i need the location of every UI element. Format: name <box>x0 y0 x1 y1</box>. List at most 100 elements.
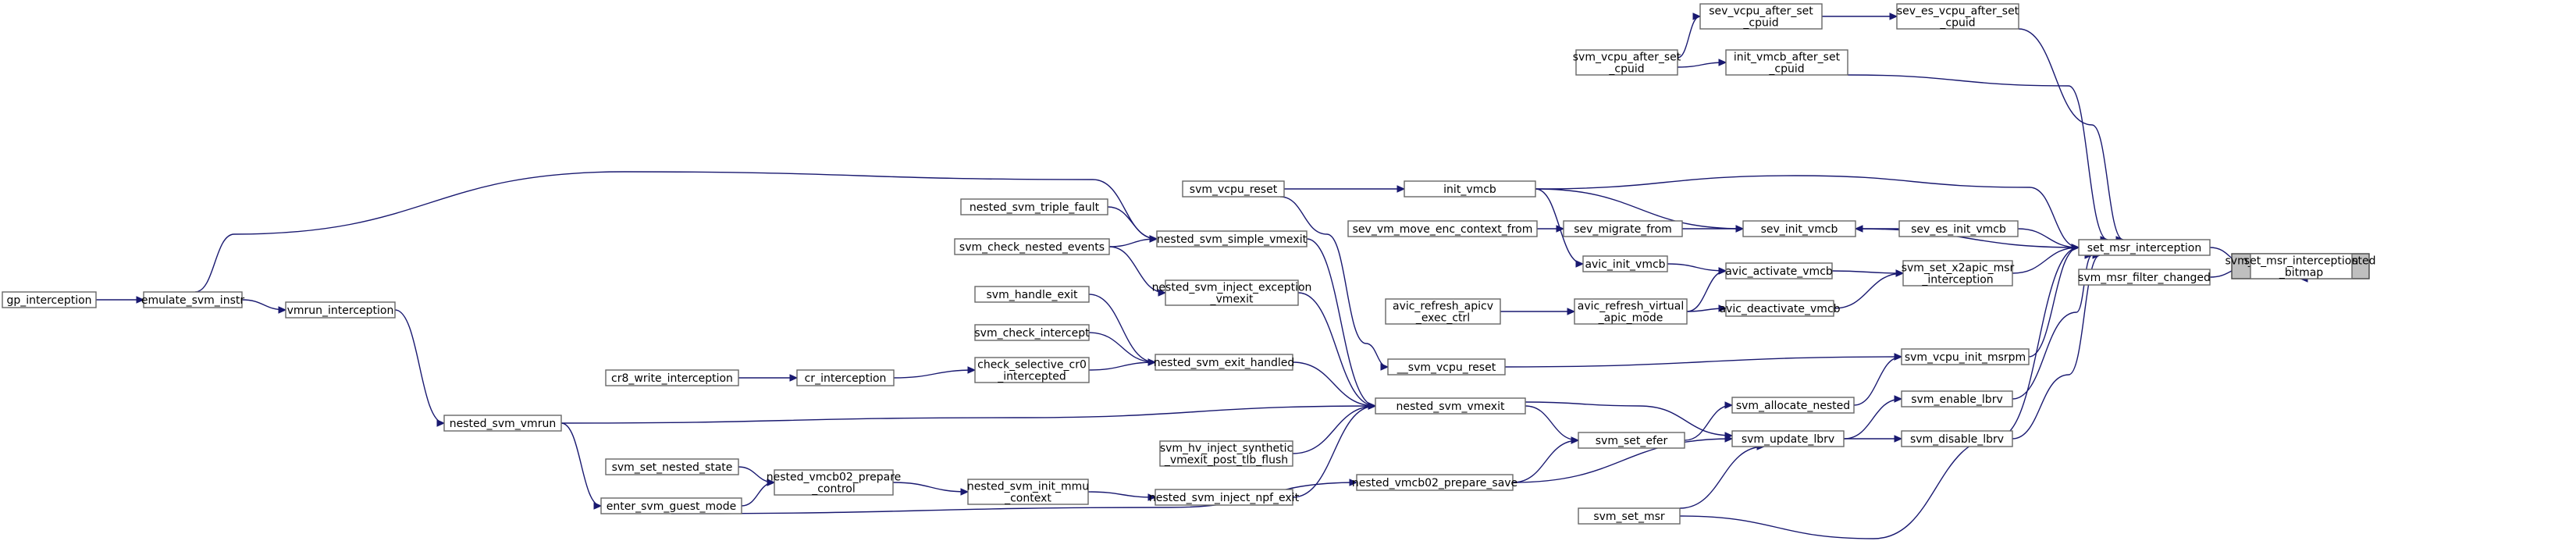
graph-node-setMsr[interactable]: svm_set_msr <box>1578 507 1681 525</box>
graph-node-gp[interactable]: gp_interception <box>2 291 97 308</box>
edge-avicRefVirt-to-avicDeact <box>1686 304 1727 312</box>
graph-node-emulate[interactable]: emulate_svm_instr <box>141 291 244 308</box>
node-box <box>974 357 1090 383</box>
node-label: nested_svm_init_mmu <box>967 481 1089 493</box>
node-box <box>1182 180 1285 198</box>
graph-node-injectExc[interactable]: nested_svm_inject_exception_vmexit <box>1152 279 1312 306</box>
graph-node-cr8[interactable]: cr8_write_interception <box>605 369 739 386</box>
graph-node-enterGuest[interactable]: enter_svm_guest_mode <box>600 497 742 514</box>
graph-node-avicRefApicv[interactable]: avic_refresh_apicv_exec_ctrl <box>1385 298 1501 325</box>
graph-node-sevMove[interactable]: sev_vm_move_enc_context_from <box>1347 220 1538 237</box>
graph-node-avicRefVirt[interactable]: avic_refresh_virtual_apic_mode <box>1574 298 1688 325</box>
graph-node-smi[interactable]: set_msr_interception <box>2078 239 2211 256</box>
edge-updateLbrv-to-disableLbrv <box>1844 435 1903 443</box>
graph-node-setEfer[interactable]: svm_set_efer <box>1578 432 1685 449</box>
edge-line <box>1292 405 1376 454</box>
edge-arrowhead <box>1147 358 1157 366</box>
node-label: sev_es_vcpu_after_set <box>1897 5 2019 18</box>
graph-node-checkEvents[interactable]: svm_check_nested_events <box>954 238 1110 255</box>
node-label: svm_vcpu_reset <box>1190 183 1278 196</box>
edge-arrowhead <box>1894 435 1903 443</box>
edge-arrowhead <box>1147 493 1157 501</box>
node-label: _bitmap <box>2279 267 2323 279</box>
graph-node-avicInit[interactable]: avic_init_vmcb <box>1582 255 1668 272</box>
graph-node-injectNpf[interactable]: nested_svm_inject_npf_exit <box>1149 489 1300 506</box>
edge-vcpuReset2-to-initMsrpm <box>1504 353 1903 368</box>
edge-line <box>2028 247 2080 358</box>
edge-line <box>1512 438 1733 483</box>
graph-node-vmrun[interactable]: nested_svm_vmrun <box>443 415 562 432</box>
graph-node-initMmu[interactable]: nested_svm_init_mmu_context <box>967 479 1089 505</box>
edge-line <box>892 482 969 493</box>
graph-node-avicAct[interactable]: avic_activate_vmcb <box>1725 262 1833 279</box>
edge-sevMigrate-to-sevInit <box>1681 225 1745 233</box>
graph-node-sevMigrate[interactable]: sev_migrate_from <box>1563 220 1683 237</box>
edge-arrowhead <box>1692 12 1702 20</box>
edge-line <box>1843 398 1902 440</box>
graph-node-smfc[interactable]: svm_msr_filter_changed <box>2078 269 2211 286</box>
edge-injectExc-to-vmexit <box>1297 292 1377 410</box>
graph-node-sevInit[interactable]: sev_init_vmcb <box>1742 220 1856 237</box>
graph-node-initVmcb[interactable]: init_vmcb <box>1404 180 1536 198</box>
node-box <box>285 301 396 319</box>
node-label: nested_svm_inject_npf_exit <box>1149 492 1300 504</box>
edge-arrowhead <box>278 306 287 314</box>
graph-node-updateLbrv[interactable]: svm_update_lbrv <box>1731 430 1845 447</box>
graph-node-initVmcbAfter[interactable]: init_vmcb_after_set_cpuid <box>1725 49 1848 76</box>
edge-avicInit-to-avicAct <box>1667 263 1727 275</box>
graph-node-initMsrpm[interactable]: svm_vcpu_init_msrpm <box>1901 348 2030 365</box>
graph-node-hvInject[interactable]: svm_hv_inject_synthetic_vmexit_post_tlb_… <box>1159 440 1293 467</box>
graph-node-svmVcpuReset[interactable]: svm_vcpu_reset <box>1182 180 1285 198</box>
graph-node-sevAfter[interactable]: sev_vcpu_after_set_cpuid <box>1699 3 1823 30</box>
graph-node-avicDeact[interactable]: avic_deactivate_vmcb <box>1719 300 1841 317</box>
edge-initVmcb-to-smi <box>1535 175 2080 251</box>
edge-setEfer-to-allocNested <box>1684 401 1734 441</box>
node-box <box>1563 220 1683 237</box>
edge-line <box>1535 188 1744 230</box>
node-label: _vmexit_post_tlb_flush <box>1164 454 1288 467</box>
edge-arrowhead <box>1724 435 1734 443</box>
graph-node-tripleFault[interactable]: nested_svm_triple_fault <box>960 198 1108 215</box>
edge-arrowhead <box>1571 436 1580 444</box>
node-box <box>2250 253 2353 279</box>
edge-arrowhead <box>1895 269 1905 277</box>
graph-node-vcpuReset2[interactable]: __svm_vcpu_reset <box>1387 358 1506 375</box>
graph-node-vmrunInt[interactable]: vmrun_interception <box>285 301 396 319</box>
edge-line <box>1292 405 1376 498</box>
node-label: avic_activate_vmcb <box>1725 265 1833 278</box>
graph-node-handleExit[interactable]: svm_handle_exit <box>974 286 1090 303</box>
graph-node-disableLbrv[interactable]: svm_disable_lbrv <box>1901 430 2013 447</box>
graph-node-smib[interactable]: set_msr_interception_bitmap <box>2244 253 2358 279</box>
edge-arrowhead <box>1567 308 1576 315</box>
node-box <box>1902 260 2013 287</box>
edge-emulate-to-vmrunInt <box>241 299 287 314</box>
node-label: nested_svm_simple_vmexit <box>1157 233 1308 246</box>
graph-node-exitHandled[interactable]: nested_svm_exit_handled <box>1154 354 1295 371</box>
edge-enterGuest-to-prepCtrl <box>741 479 776 507</box>
graph-node-checkInt[interactable]: svm_check_intercept <box>974 324 1090 341</box>
node-box <box>974 324 1090 341</box>
edge-arrowhead <box>1368 402 1377 410</box>
graph-node-allocNested[interactable]: svm_allocate_nested <box>1731 397 1855 414</box>
graph-node-svmAfter[interactable]: svm_vcpu_after_set_cpuid <box>1573 49 1681 76</box>
node-box <box>605 369 739 386</box>
graph-node-sevEsInit[interactable]: sev_es_init_vmcb <box>1898 220 2019 237</box>
edge-sevEsAfter-to-smi <box>2018 28 2125 244</box>
edge-avicDeact-to-x2apic <box>1833 269 1905 309</box>
node-box <box>1385 298 1501 325</box>
graph-node-setNested[interactable]: svm_set_nested_state <box>605 458 739 475</box>
graph-node-sevEsAfter[interactable]: sev_es_vcpu_after_set_cpuid <box>1896 3 2019 30</box>
graph-node-prepSave[interactable]: nested_vmcb02_prepare_save <box>1352 474 1517 491</box>
graph-node-enableLbrv[interactable]: svm_enable_lbrv <box>1901 390 2013 408</box>
node-label: _intercepted <box>997 371 1066 383</box>
graph-node-x2apic[interactable]: svm_set_x2apic_msr_interception <box>1902 260 2015 287</box>
graph-node-simpleVmexit[interactable]: nested_svm_simple_vmexit <box>1156 230 1308 247</box>
graph-node-vmexit[interactable]: nested_svm_vmexit <box>1375 397 1526 415</box>
graph-node-checkCr0[interactable]: check_selective_cr0_intercepted <box>974 357 1090 383</box>
edge-allocNested-to-initMsrpm <box>1853 353 1903 406</box>
edge-initVmcbAfter-to-smi <box>1847 74 2109 244</box>
graph-node-crInt[interactable]: cr_interception <box>796 369 895 386</box>
node-label: avic_refresh_virtual <box>1578 301 1684 313</box>
graph-node-prepCtrl[interactable]: nested_vmcb02_prepare_control <box>767 469 902 496</box>
